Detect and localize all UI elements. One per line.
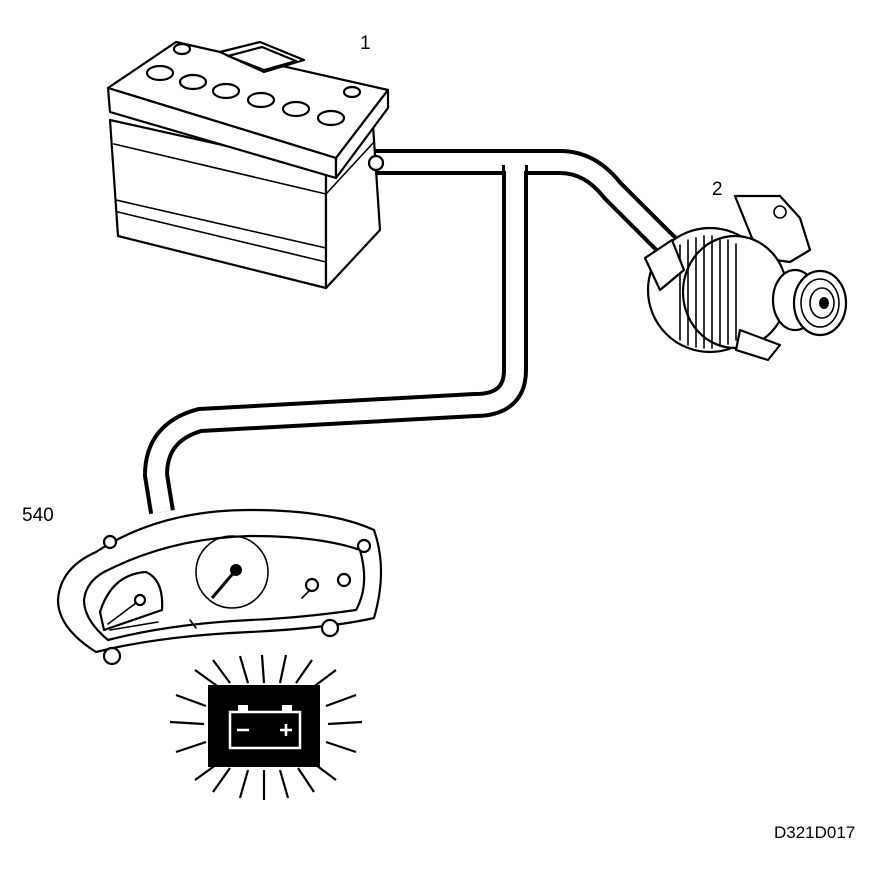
alternator-callout-label: 2	[712, 179, 723, 200]
battery-icon	[106, 40, 390, 290]
alternator-icon	[643, 194, 848, 362]
instrument-cluster-callout-label: 540	[22, 505, 54, 526]
battery-callout-label: 1	[360, 33, 371, 54]
fuel-gauge	[98, 570, 164, 632]
battery-warning-lamp-icon	[169, 654, 363, 800]
alternator-cooling-fins	[679, 235, 737, 349]
instrument-cluster-icon	[56, 508, 383, 666]
temperature-gauge	[301, 572, 352, 599]
battery-cell-caps	[145, 64, 346, 127]
figure-code-label: D321D017	[774, 823, 856, 842]
speedometer	[195, 535, 269, 609]
